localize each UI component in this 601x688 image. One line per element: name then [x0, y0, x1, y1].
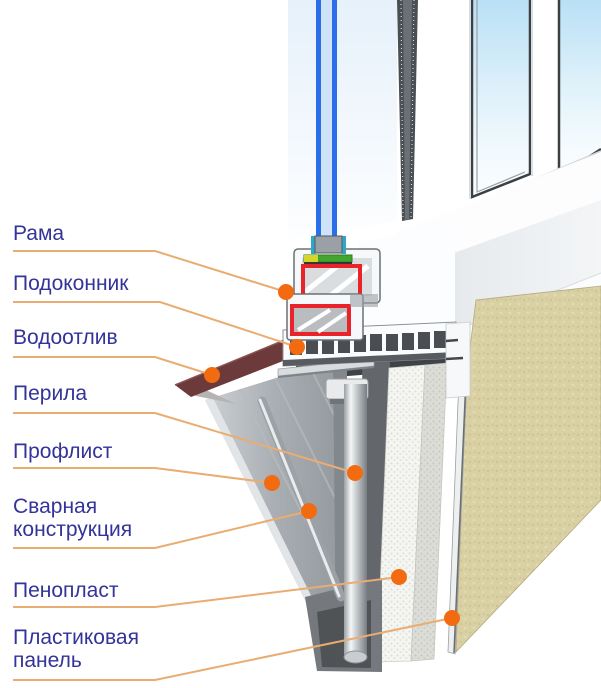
water-drip: [174, 336, 306, 404]
label-foam: Пенопласт: [13, 579, 119, 602]
callout-dots: [204, 284, 460, 626]
sill-drip-notch-2: [445, 356, 464, 361]
callout-dot-panel: [444, 610, 460, 626]
foam-insulation: [376, 362, 448, 663]
glazing-spacer-core: [403, 0, 412, 220]
glazing-bead-middle: [470, 0, 532, 199]
callout-line-podokonnik: [13, 301, 298, 348]
profile-step-shadow: [350, 294, 378, 307]
callout-line-vodootliv: [13, 356, 213, 376]
foam-side-face: [410, 362, 448, 662]
callout-line-panel: [13, 617, 453, 681]
glazing-spacer-block: [314, 235, 343, 254]
plastic-panel-face: [455, 285, 601, 654]
glass-pane-sectioned: [288, 0, 397, 240]
callout-line-proflist: [13, 467, 273, 484]
frame-streak-1: [296, 308, 332, 332]
callout-line-perila: [13, 412, 356, 474]
frame-cross-section: [286, 235, 381, 341]
label-frame: Рама: [13, 222, 65, 245]
callout-dot-vodootliv: [204, 367, 220, 383]
sill-drip-notch-1: [445, 338, 459, 343]
label-windowsill: Подоконник: [13, 272, 129, 295]
glass-cut-line-1: [316, 0, 321, 240]
callout-dot-penoplast: [391, 569, 407, 585]
glazing-bead-middle-inner: [476, 0, 526, 193]
gasket-yellow: [304, 255, 318, 262]
label-plastic-panel: Пластиковая панель: [13, 626, 139, 672]
callout-dot-svarnaya: [301, 503, 317, 519]
callout-line-svarnaya: [13, 510, 310, 549]
top-rail-shadow: [277, 366, 375, 378]
callout-line-rama: [13, 250, 287, 293]
frame-streak-2: [316, 311, 348, 334]
callout-dot-rama: [278, 284, 294, 300]
callouts: [13, 250, 453, 681]
sill-top-face: [412, 200, 601, 332]
frame-front-white: [358, 225, 455, 338]
water-drip-edge: [174, 336, 293, 386]
label-profiled-sheet: Профлист: [13, 440, 113, 463]
profiled-sheet-face: [205, 356, 347, 658]
glazing-clip-left: [311, 236, 315, 254]
profiled-sheet: [205, 356, 348, 658]
profiled-sheet-edge-highlight: [205, 398, 341, 658]
spacer-dots-right: [410, 0, 415, 219]
glass-pane-middle: [472, 0, 530, 197]
glazing-clip-right: [342, 236, 346, 254]
plastic-panel: [447, 285, 601, 655]
diagonal-brace-highlight: [258, 398, 341, 598]
callout-dot-proflist: [264, 475, 280, 491]
glass-cut-gap: [321, 0, 332, 240]
sill-bottom-wall: [283, 352, 456, 366]
label-water-drip: Водоотлив: [13, 326, 118, 349]
callout-dot-podokonnik: [289, 339, 305, 355]
railing-tube-cap: [343, 650, 368, 664]
water-drip-sheet: [175, 337, 306, 397]
gasket-shadow-line: [304, 262, 352, 264]
callout-dot-perila: [347, 465, 363, 481]
label-welded-structure: Сварная конструкция: [13, 495, 133, 541]
railing-tube: [344, 384, 367, 656]
glass-cut-line-2: [332, 0, 337, 240]
glass-pane-right: [559, 0, 601, 176]
label-railing: Перила: [13, 382, 88, 405]
callout-line-penoplast: [13, 576, 400, 608]
panel-edge-dark-line: [453, 377, 467, 654]
spacer-dots-left: [400, 0, 404, 219]
